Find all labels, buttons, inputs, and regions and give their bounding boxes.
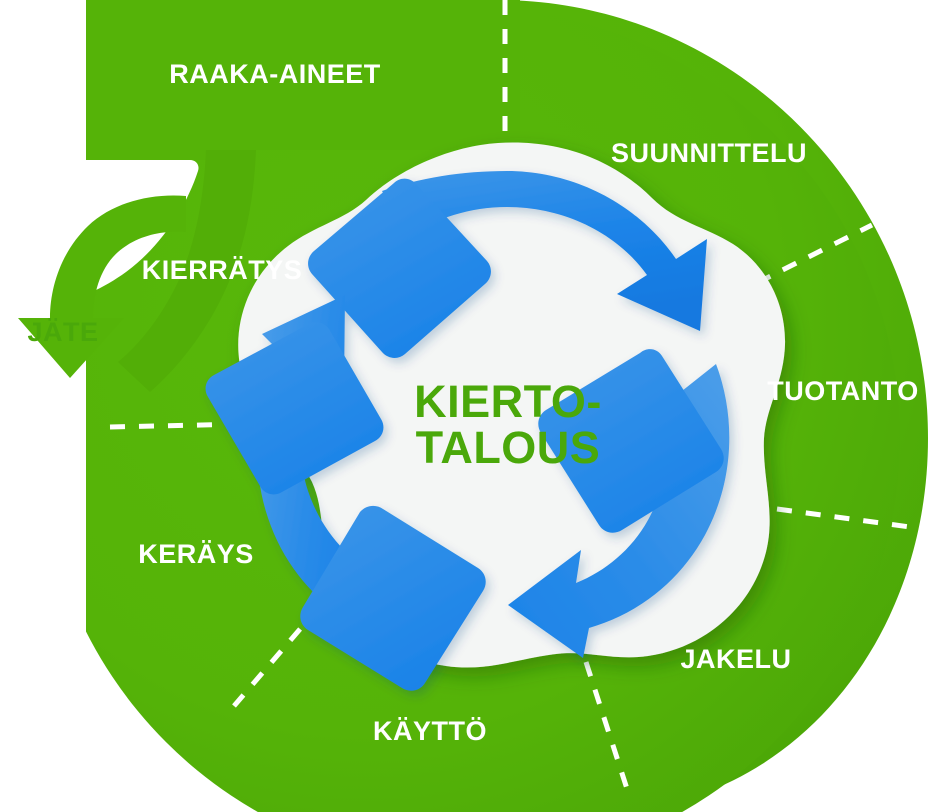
stage-label-tuotanto: TUOTANTO [767,376,919,406]
center-title-line1: KIERTO- [414,376,602,427]
recycle-tab-top-left [308,178,491,358]
stage-label-kaytto: KÄYTTÖ [373,716,487,746]
stage-label-keraya: KERÄYS [138,539,254,569]
stage-label-jakelu: JAKELU [680,644,791,674]
jate-arrow-group [18,195,186,378]
divider-jakelu-kaytto [583,661,632,796]
recycling-arrows-icon [205,171,730,691]
stage-label-kierratys: KIERRÄTYS [142,255,303,285]
stage-label-raaka-aineet: RAAKA-AINEET [169,59,381,89]
stage-labels: RAAKA-AINEET SUUNNITTELU TUOTANTO JAKELU… [138,59,919,746]
recycle-arrow-top [382,171,707,331]
divider-keraya-kierratys [109,421,247,430]
stage-label-jate: JÄTE [27,317,98,347]
recycle-tab-right [538,349,724,533]
divider-tuotanto-jakelu [776,506,926,532]
stage-label-suunnittelu: SUUNNITTELU [611,138,807,168]
center-title-line2: TALOUS [416,422,601,473]
green-hook-tail [118,150,256,392]
center-title: KIERTO- TALOUS [414,376,602,473]
divider-kaytto-keraya [232,605,321,708]
curved-down-arrow-icon [18,195,186,378]
recycle-tab-bottom [300,505,486,691]
segment-dividers [109,0,926,796]
green-top-band [86,0,520,160]
recycle-tab-left [205,322,384,495]
